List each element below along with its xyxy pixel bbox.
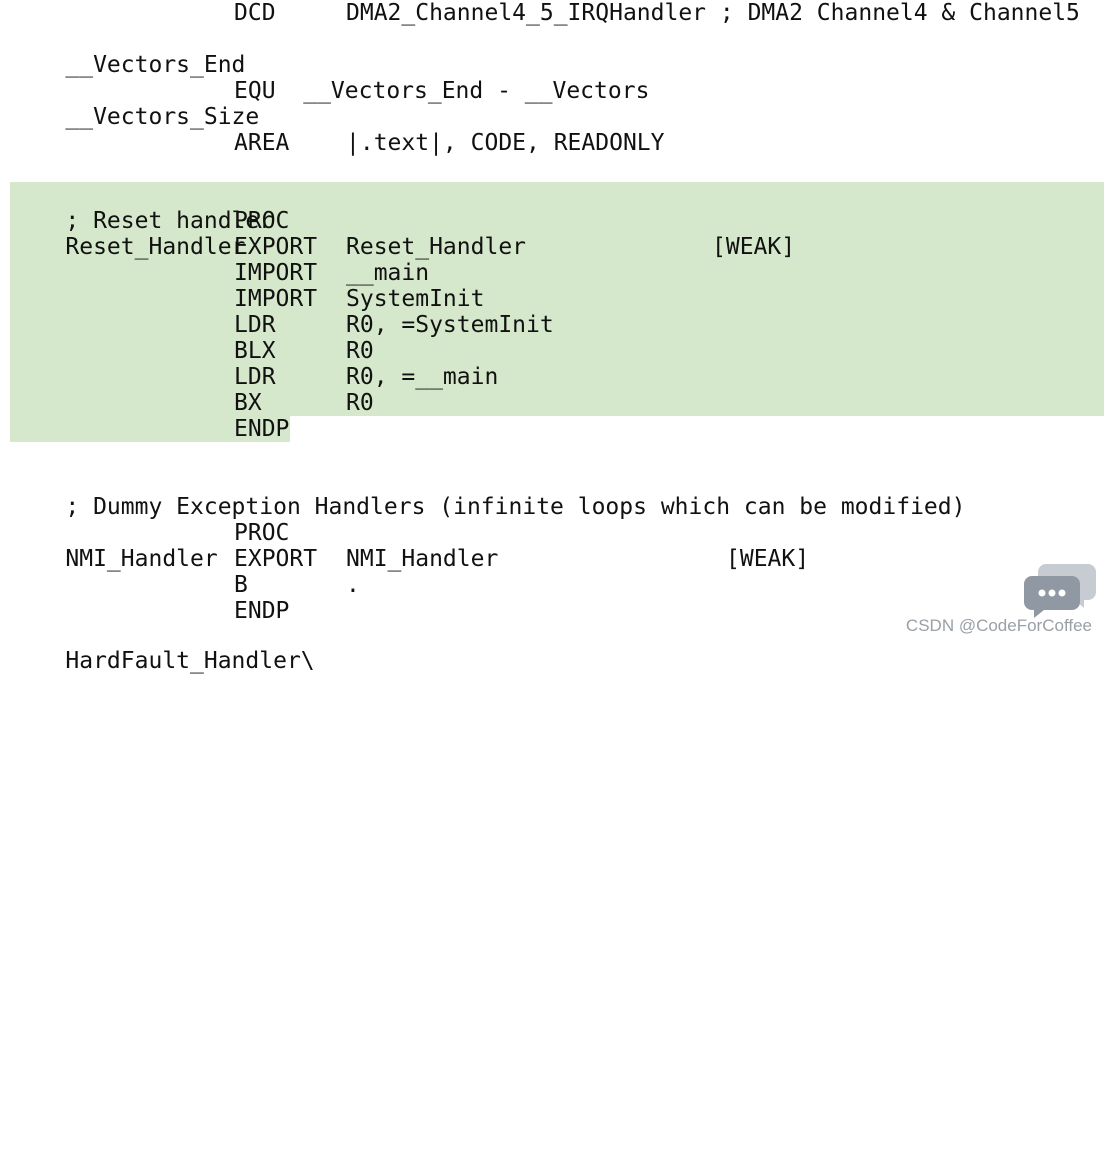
instruction: LDR [234,364,276,390]
code-line: ENDP [10,416,65,442]
operand: R0, =SystemInit [346,312,554,338]
chat-bubble-icon[interactable] [1024,558,1098,618]
label: NMI_Handler [65,546,217,572]
operand: |.text|, CODE, READONLY [346,130,665,156]
code-line: __Vectors_Size EQU __Vectors_End - __Vec… [10,78,259,104]
code-line: __Vectors_End [10,26,245,52]
directive: EXPORT [234,546,317,572]
code-line: NMI_Handler PROC [10,520,218,546]
directive: IMPORT [234,286,317,312]
code-line: ENDP [10,598,65,624]
operand: . [346,572,360,598]
weak-attribute: [WEAK] [726,546,809,572]
code-line: LDR R0, =SystemInit [10,312,65,338]
directive: ENDP [234,416,289,442]
code-line: BX R0 [10,390,65,416]
code-line: BLX R0 [10,338,65,364]
label: __Vectors_Size [65,104,259,130]
operand: R0, =__main [346,364,498,390]
code-view: DCD DMA2_Channel4_5_IRQHandler ; DMA2 Ch… [0,0,1104,642]
directive: DCD [234,0,276,26]
code-line: AREA |.text|, CODE, READONLY [10,130,65,156]
instruction: B [234,572,248,598]
weak-attribute: [WEAK] [712,234,795,260]
directive: PROC [234,520,289,546]
instruction: BLX [234,338,276,364]
code-line: IMPORT SystemInit [10,286,65,312]
code-line: DCD DMA2_Channel4_5_IRQHandler ; DMA2 Ch… [10,0,65,26]
code-line: EXPORT Reset_Handler [WEAK] [10,234,65,260]
directive: AREA [234,130,289,156]
directive: IMPORT [234,260,317,286]
operand: Reset_Handler [346,234,526,260]
code-line: B . [10,572,65,598]
label: __Vectors_End [65,52,245,78]
code-line: IMPORT __main [10,260,65,286]
directive: EXPORT [234,234,317,260]
operand: R0 [346,390,374,416]
comment: ; Dummy Exception Handlers (infinite loo… [65,494,965,520]
directive: EQU __Vectors_End - __Vectors [234,78,649,104]
operand: NMI_Handler [346,546,498,572]
operand: DMA2_Channel4_5_IRQHandler ; DMA2 Channe… [346,0,1080,26]
code-line: LDR R0, =__main [10,364,65,390]
instruction: LDR [234,312,276,338]
operand: __main [346,260,429,286]
watermark: CSDN @CodeForCoffee [906,616,1092,636]
instruction: BX [234,390,262,416]
code-line: EXPORT NMI_Handler [WEAK] [10,546,65,572]
operand: R0 [346,338,374,364]
directive: ENDP [234,598,289,624]
code-line: HardFault_Handler\ [10,622,315,648]
label: Reset_Handler [65,234,245,260]
code-line: ; Dummy Exception Handlers (infinite loo… [10,468,965,494]
label: HardFault_Handler\ [65,648,314,674]
directive: PROC [234,208,289,234]
code-line: ; Reset handler [10,182,273,208]
operand: SystemInit [346,286,484,312]
code-line: Reset_Handler PROC [10,208,245,234]
